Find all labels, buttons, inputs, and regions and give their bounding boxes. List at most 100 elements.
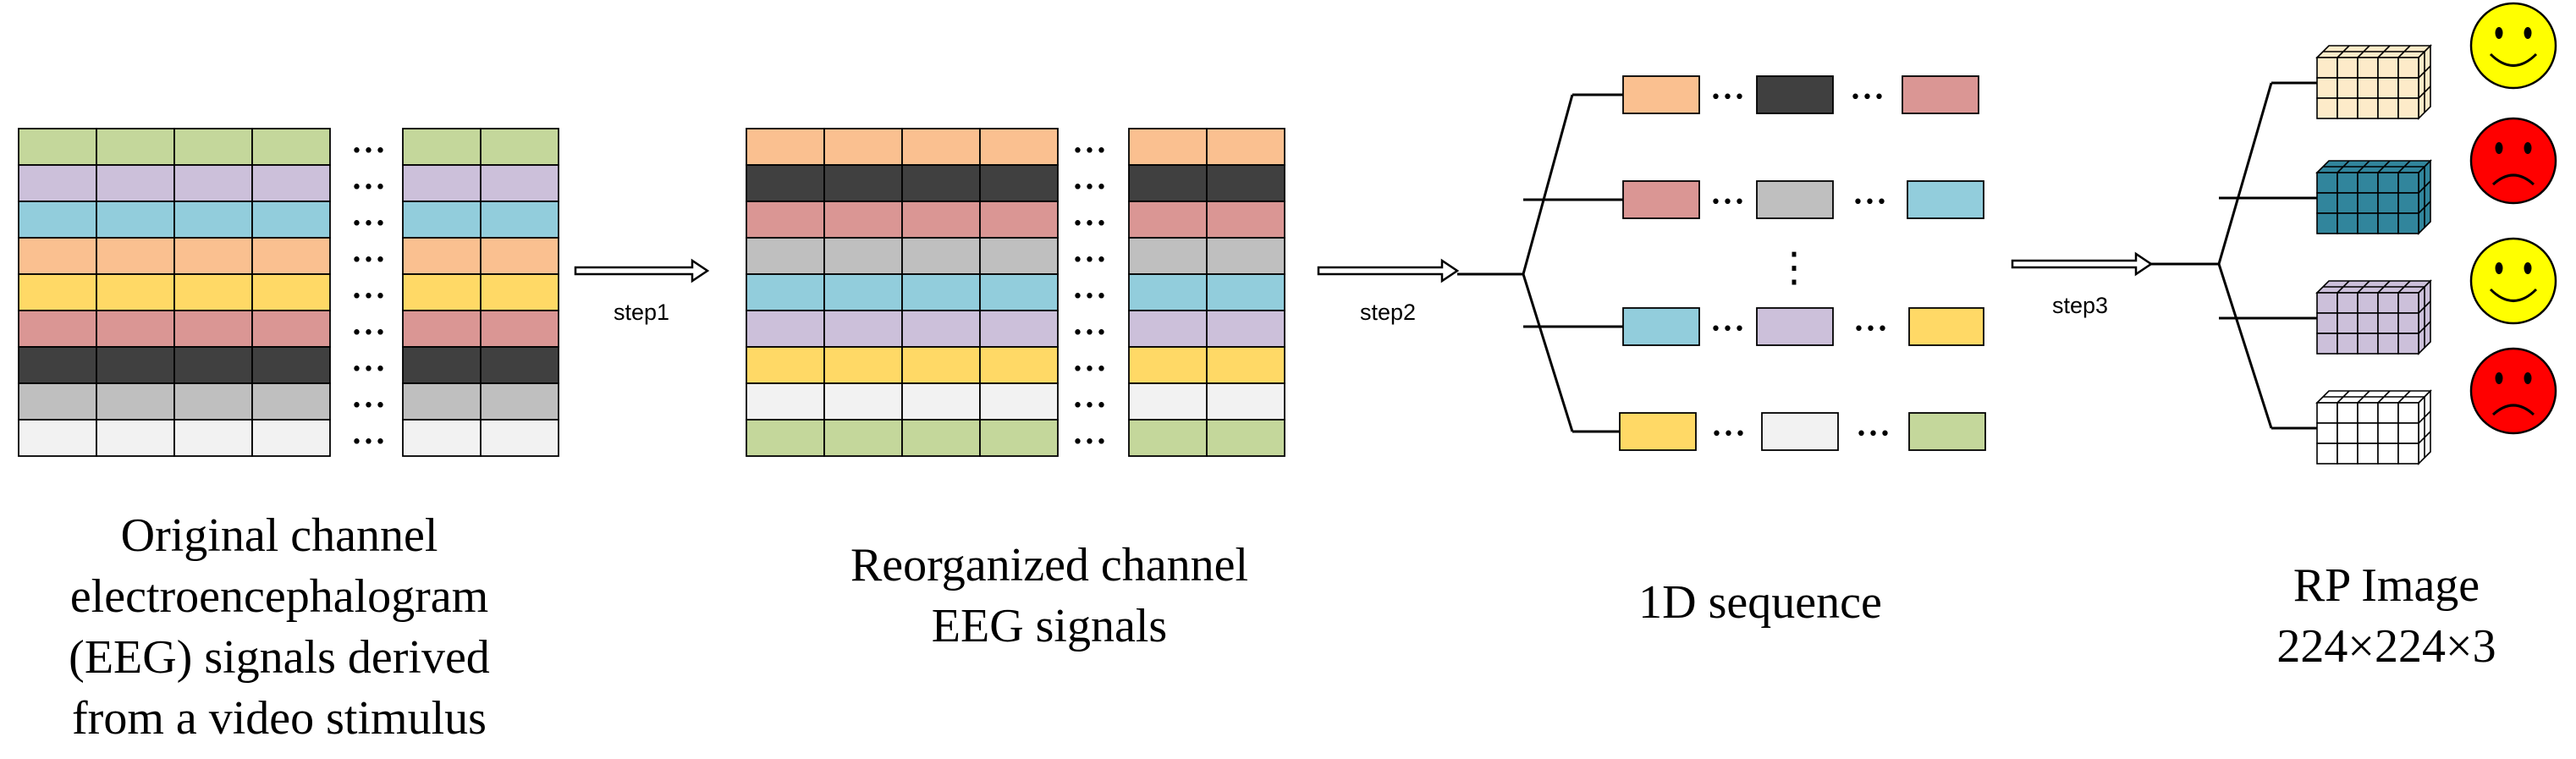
- reorganized-row-cell: [746, 346, 825, 384]
- cube-cell: [2316, 192, 2338, 214]
- reorganized-row-cell: [823, 419, 903, 457]
- sequence-segment: [1756, 307, 1834, 346]
- cube-cell: [2377, 443, 2399, 465]
- caption-original-line-1: Original channel: [120, 509, 438, 562]
- original-row-cell: [96, 382, 175, 421]
- face-eye: [2524, 27, 2532, 39]
- reorganized-channel-grid: •••••••••••••••••••••••••••: [746, 128, 1285, 457]
- caption-original-line-4: from a video stimulus: [72, 692, 487, 745]
- cube-cell: [2357, 57, 2379, 79]
- reorganized-row-cell: [1128, 164, 1208, 202]
- reorganized-row-cell: [823, 164, 903, 202]
- original-row-cell: [480, 346, 559, 384]
- original-channel-grid: •••••••••••••••••••••••••••: [18, 128, 559, 457]
- reorganized-row-cell: [823, 273, 903, 311]
- step1-arrow: [574, 258, 710, 283]
- reorganized-row-ellipsis: •••: [1072, 396, 1108, 417]
- step2-label: step2: [1360, 300, 1416, 325]
- original-row-cell: [173, 237, 253, 275]
- cube-cell: [2337, 97, 2359, 119]
- cube-cell: [2357, 192, 2379, 214]
- face-eye: [2495, 27, 2503, 39]
- reorganized-row-cell: [1206, 382, 1285, 421]
- original-row-cell: [18, 419, 97, 457]
- reorganized-row-cell: [746, 237, 825, 275]
- cube-cell: [2316, 422, 2338, 444]
- original-row-ellipsis: •••: [351, 141, 387, 162]
- cube-cell: [2397, 402, 2419, 424]
- original-row-cell: [251, 273, 331, 311]
- reorganized-row-ellipsis: •••: [1072, 214, 1108, 235]
- original-row-cell: [173, 273, 253, 311]
- reorganized-row-cell: [823, 346, 903, 384]
- cube-cell: [2397, 97, 2419, 119]
- reorganized-row-cell: [1128, 382, 1208, 421]
- original-row-cell: [402, 419, 482, 457]
- reorganized-row-cell: [979, 419, 1059, 457]
- reorganized-row-cell: [1206, 128, 1285, 166]
- caption-reorganized-line-2: EEG signals: [931, 600, 1168, 652]
- cube-cell: [2357, 212, 2379, 234]
- reorganized-row-cell: [901, 237, 981, 275]
- cube-cell: [2377, 192, 2399, 214]
- original-row-cell: [480, 201, 559, 239]
- face-eye: [2524, 142, 2532, 154]
- reorganized-row-cell: [901, 201, 981, 239]
- reorganized-row-cell: [823, 382, 903, 421]
- cube-cell: [2397, 333, 2419, 355]
- cube-cell: [2337, 57, 2359, 79]
- sequence-segment: [1902, 75, 1979, 114]
- sequence-tree: ••••••••••••••••••••••••⋮: [1457, 75, 1986, 451]
- original-row-cell: [96, 237, 175, 275]
- reorganized-row-cell: [823, 201, 903, 239]
- sequence-segment: [1907, 180, 1984, 219]
- original-row-cell: [96, 164, 175, 202]
- step2-arrow: [1317, 258, 1460, 283]
- original-row-cell: [18, 128, 97, 166]
- cube-cell: [2316, 172, 2338, 194]
- reorganized-row-cell: [746, 382, 825, 421]
- original-row-cell: [480, 164, 559, 202]
- step3-arrow: [2011, 251, 2154, 277]
- face-eye: [2524, 262, 2532, 274]
- original-row-cell: [251, 310, 331, 348]
- original-row-cell: [402, 237, 482, 275]
- cube-cell: [2377, 422, 2399, 444]
- original-row-cell: [18, 273, 97, 311]
- original-row-cell: [480, 310, 559, 348]
- reorganized-row-cell: [979, 201, 1059, 239]
- cube-cell: [2357, 333, 2379, 355]
- sad-face-icon: [2469, 117, 2557, 205]
- reorganized-row-cell: [823, 237, 903, 275]
- sequence-ellipsis: •••: [1710, 192, 1746, 213]
- reorganized-row-cell: [746, 128, 825, 166]
- cube-cell: [2337, 172, 2359, 194]
- original-row-cell: [18, 201, 97, 239]
- reorganized-row-cell: [979, 128, 1059, 166]
- cube-cell: [2337, 422, 2359, 444]
- original-row-cell: [480, 273, 559, 311]
- reorganized-row-cell: [823, 310, 903, 348]
- cube-cell: [2377, 333, 2399, 355]
- original-row-cell: [402, 310, 482, 348]
- sequence-ellipsis: •••: [1711, 424, 1747, 445]
- cube-cell: [2357, 97, 2379, 119]
- cube-cell: [2357, 292, 2379, 314]
- cube-cell: [2337, 402, 2359, 424]
- caption-rp-image-line-2: 224×224×3: [2276, 620, 2496, 673]
- caption-rp-image: RP Image 224×224×3: [2217, 555, 2556, 677]
- reorganized-row-cell: [979, 273, 1059, 311]
- sequence-segment: [1761, 412, 1839, 451]
- original-row-cell: [173, 201, 253, 239]
- original-row-cell: [402, 382, 482, 421]
- face-mouth: [2489, 52, 2538, 67]
- original-row-cell: [96, 273, 175, 311]
- rp-image-tree: [2151, 2, 2557, 465]
- reorganized-row-cell: [746, 310, 825, 348]
- sad-face-icon: [2469, 347, 2557, 435]
- original-row-cell: [402, 346, 482, 384]
- cube-cell: [2397, 57, 2419, 79]
- original-row-cell: [18, 237, 97, 275]
- original-row-cell: [251, 346, 331, 384]
